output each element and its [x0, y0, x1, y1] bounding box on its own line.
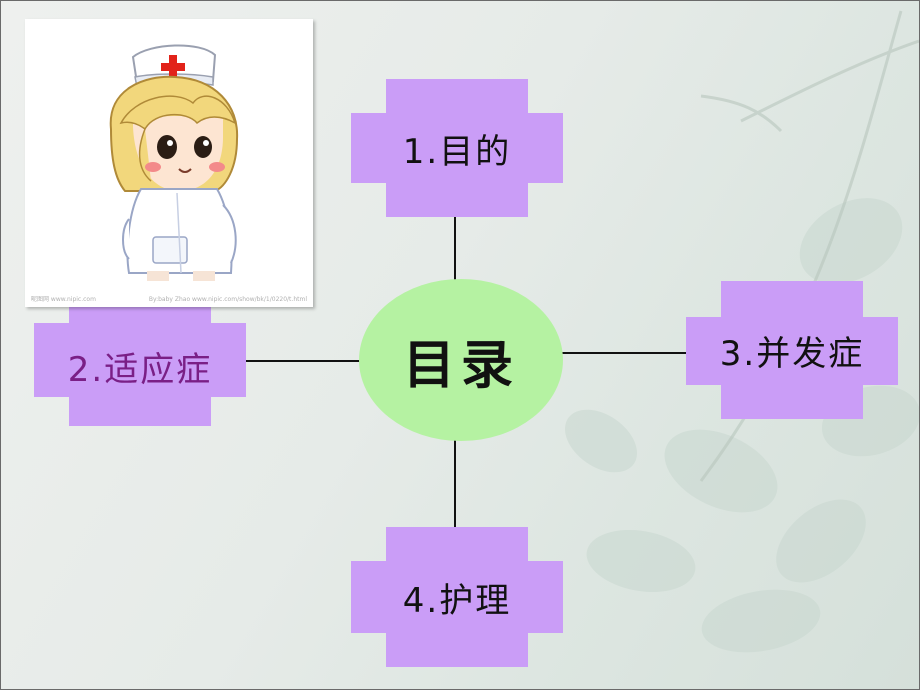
nurse-illustration-icon	[109, 44, 239, 281]
toc-item-indications-shape-h	[34, 323, 246, 397]
toc-item-purpose-shape-h	[351, 113, 563, 183]
toc-item-complications-shape-h	[686, 317, 898, 385]
connector-bottom	[454, 439, 456, 529]
toc-center-title: 目录	[402, 335, 519, 396]
nurse-illustration: 昵图网 www.nipic.com By:baby Zhao www.nipic…	[25, 19, 313, 307]
toc-item-purpose[interactable]: 1.目的	[351, 79, 563, 217]
connector-top	[454, 215, 456, 281]
toc-item-complications-label: 3.并发症	[719, 333, 865, 374]
toc-item-indications[interactable]: 2.适应症	[34, 306, 246, 426]
watermark-left: 昵图网 www.nipic.com	[31, 296, 96, 303]
toc-item-complications[interactable]: 3.并发症	[686, 281, 898, 419]
toc-item-indications-label: 2.适应症	[67, 349, 213, 390]
watermark-right: By:baby Zhao www.nipic.com/show/bk/1/022…	[148, 296, 307, 303]
toc-item-nursing[interactable]: 4.护理	[351, 527, 563, 667]
toc-center: 目录	[359, 279, 563, 441]
toc-item-purpose-label: 1.目的	[402, 131, 512, 172]
toc-item-nursing-shape-h	[351, 561, 563, 633]
toc-item-nursing-label: 4.护理	[402, 580, 512, 621]
connector-right	[561, 352, 687, 354]
connector-left	[245, 360, 361, 362]
